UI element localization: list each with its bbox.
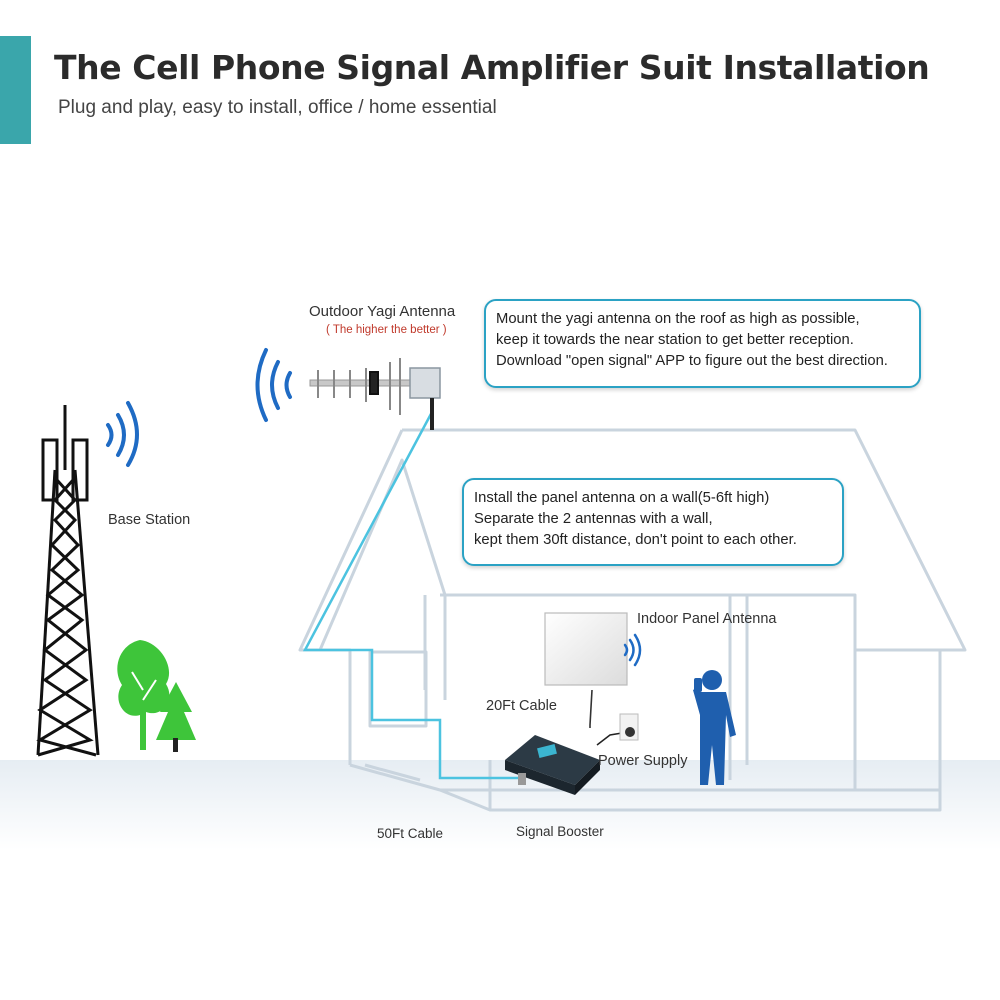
panel-waves-icon [623,633,642,667]
ground [0,760,1000,850]
callout-line: Install the panel antenna on a wall(5-6f… [474,490,770,506]
cable-50ft [302,405,522,780]
cable-50ft-label: 50Ft Cable [377,826,444,841]
cable-20ft [589,689,593,728]
indoor-panel-antenna [544,612,628,686]
signal-booster-device [505,735,600,795]
page-title: The Cell Phone Signal Amplifier Suit Ins… [54,48,930,87]
tree-icon [117,640,196,752]
cable-20ft-label: 20Ft Cable [486,698,557,714]
yagi-waves-icon [255,348,292,422]
yagi-antenna [309,358,441,430]
callout-line: kept them 30ft distance, don't point to … [474,532,797,548]
callout-line: Separate the 2 antennas with a wall, [474,511,713,527]
yagi-antenna-label: Outdoor Yagi Antenna [309,303,456,320]
callout-line: keep it towards the near station to get … [496,332,854,348]
house-outline [298,428,967,812]
base-station-label: Base Station [108,512,191,528]
header-accent-bar [0,36,31,144]
signal-waves-icon [106,401,139,467]
page-subtitle: Plug and play, easy to install, office /… [58,97,497,118]
panel-install-callout: Install the panel antenna on a wall(5-6f… [462,478,844,566]
callout-line: Mount the yagi antenna on the roof as hi… [496,311,860,327]
signal-booster-label: Signal Booster [516,824,604,839]
base-station-tower [36,405,100,757]
person-on-phone-icon [693,670,736,785]
indoor-panel-label: Indoor Panel Antenna [637,611,777,627]
callout-line: Download "open signal" APP to figure out… [496,353,888,369]
yagi-antenna-note: ( The higher the better ) [326,324,447,336]
power-outlet-icon [619,713,639,741]
yagi-install-callout: Mount the yagi antenna on the roof as hi… [484,299,921,388]
power-supply-label: Power Supply [598,753,688,769]
